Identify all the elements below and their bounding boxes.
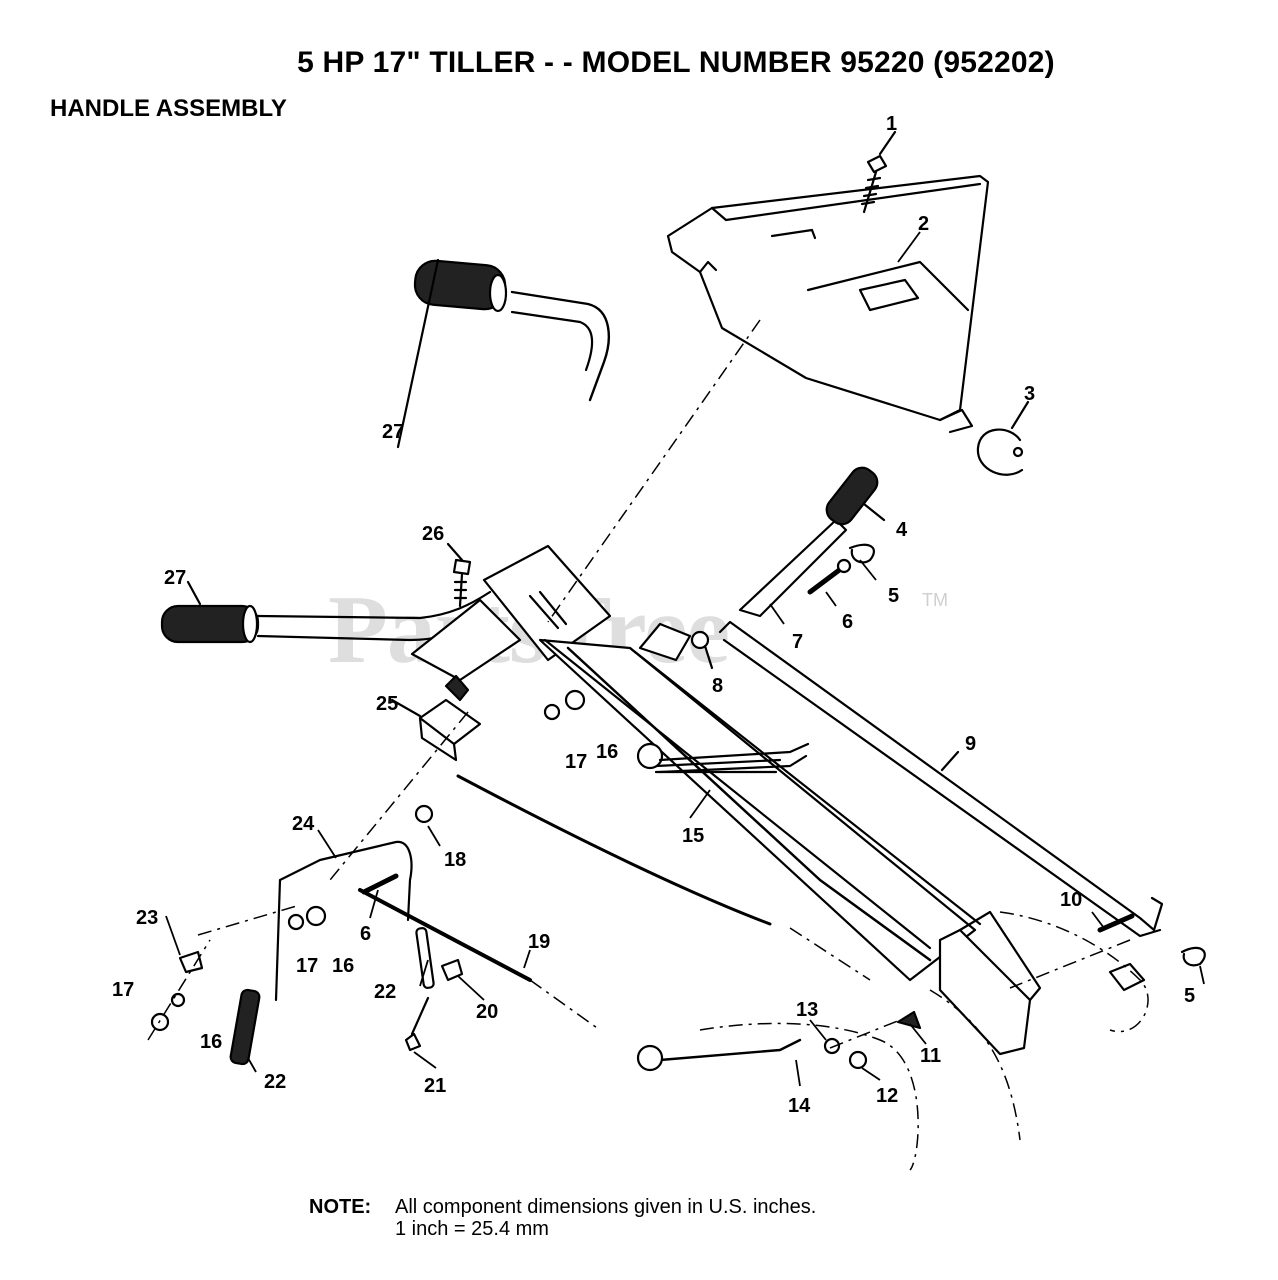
callout-9: 9 bbox=[965, 733, 976, 755]
callout-5b: 5 bbox=[1184, 985, 1195, 1007]
clutch-rod-part bbox=[358, 888, 532, 982]
callout-15: 15 bbox=[682, 825, 704, 847]
cable-bracket-part bbox=[418, 674, 482, 762]
handlebar-upper bbox=[510, 290, 610, 402]
callout-21: 21 bbox=[424, 1075, 446, 1097]
callout-13: 13 bbox=[796, 999, 818, 1021]
callout-16b: 16 bbox=[332, 955, 354, 977]
nut-part bbox=[690, 630, 710, 650]
callout-5a: 5 bbox=[888, 585, 899, 607]
callout-6a: 6 bbox=[842, 611, 853, 633]
clip-ring-part bbox=[976, 428, 1024, 476]
watermark-tm: TM bbox=[922, 590, 948, 610]
callout-19: 19 bbox=[528, 931, 550, 953]
note-line-2: 1 inch = 25.4 mm bbox=[395, 1218, 549, 1240]
screw-part bbox=[860, 154, 888, 214]
callout-8: 8 bbox=[712, 675, 723, 697]
upper-grip-part bbox=[413, 259, 508, 313]
handle-mount-bracket bbox=[410, 544, 612, 682]
callout-2: 2 bbox=[918, 213, 929, 235]
callout-6b: 6 bbox=[360, 923, 371, 945]
page-title: 5 HP 17" TILLER - - MODEL NUMBER 95220 (… bbox=[297, 46, 1055, 79]
callout-16c: 16 bbox=[200, 1031, 222, 1053]
callout-16a: 16 bbox=[596, 741, 618, 763]
callout-11: 11 bbox=[920, 1045, 941, 1067]
lower-grip-part bbox=[160, 604, 260, 644]
dimension-note: NOTE: All component dimensions given in U… bbox=[309, 1196, 816, 1240]
note-text: All component dimensions given in U.S. i… bbox=[395, 1196, 816, 1240]
callout-24: 24 bbox=[292, 813, 315, 835]
handle-panel-part bbox=[666, 174, 990, 434]
callout-20: 20 bbox=[476, 1001, 498, 1023]
callout-7: 7 bbox=[792, 631, 803, 653]
handle-bolt-part bbox=[452, 558, 472, 608]
callout-26: 26 bbox=[422, 523, 444, 545]
callout-10: 10 bbox=[1060, 889, 1082, 911]
callout-17a: 17 bbox=[565, 751, 587, 773]
shift-lever-part bbox=[738, 466, 879, 618]
callout-25: 25 bbox=[376, 693, 398, 715]
callout-4: 4 bbox=[896, 519, 908, 541]
clutch-cable bbox=[456, 774, 772, 926]
callout-17c: 17 bbox=[112, 979, 134, 1001]
clutch-bail-part bbox=[274, 840, 413, 1002]
callout-14: 14 bbox=[788, 1095, 811, 1117]
note-label: NOTE: bbox=[309, 1196, 372, 1218]
callout-3: 3 bbox=[1024, 383, 1035, 405]
callout-18: 18 bbox=[444, 849, 466, 871]
main-tube-part bbox=[538, 638, 982, 982]
note-line-1: All component dimensions given in U.S. i… bbox=[395, 1196, 817, 1218]
bracket-part bbox=[638, 622, 692, 662]
callout-17b: 17 bbox=[296, 955, 318, 977]
lower-mount-part bbox=[938, 910, 1042, 1056]
callout-23: 23 bbox=[136, 907, 158, 929]
section-subtitle: HANDLE ASSEMBLY bbox=[50, 95, 287, 122]
callout-1: 1 bbox=[886, 113, 897, 135]
callout-27a: 27 bbox=[382, 421, 404, 443]
callout-12: 12 bbox=[876, 1085, 898, 1107]
callout-22b: 22 bbox=[264, 1071, 286, 1093]
callout-22a: 22 bbox=[374, 981, 396, 1003]
callout-27b: 27 bbox=[164, 567, 186, 589]
shift-rod-part bbox=[718, 620, 1164, 932]
